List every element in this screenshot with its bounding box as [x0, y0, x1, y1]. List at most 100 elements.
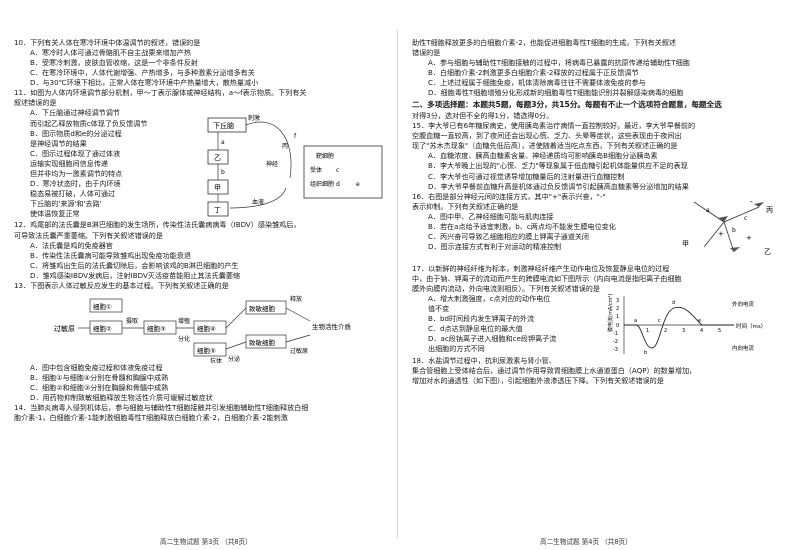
label-minus: -	[750, 198, 753, 206]
option: C．上述过程属于细胞免疫，机体清除病毒往往不需要体液免疫的参与	[428, 78, 646, 88]
option: A．增大刺激强度，c点对应的动作电位	[428, 293, 551, 303]
label-bing: 丙	[766, 206, 773, 214]
question-stem: 胞介素-1，白细胞介素-1能刺激细胞毒性T细胞释放白细胞介素-2，白细胞介素-2…	[14, 413, 288, 423]
x-tick: 5	[718, 328, 721, 334]
option: 使体温恢复正常	[30, 209, 80, 219]
option: A．寒冷时人体可通过骨骼肌不自主战栗来增加产热	[30, 48, 191, 58]
option: 稳态易被打破，人体可通过	[30, 188, 116, 198]
question-stem: 12．鸡尾部的法氏囊是B淋巴细胞的发生场所，传染性法氏囊病病毒（IBDV）感染雏…	[14, 220, 301, 230]
label-allergen: 过敏原	[54, 324, 75, 333]
left-column: 10．下列有关人体在寒冷环境中体温调节的叙述，错误的是 A．寒冷时人体可通过骨骼…	[14, 38, 386, 530]
option: 运输实现细胞间信息传递	[30, 158, 109, 168]
label-inward-current: 内向电流	[732, 344, 755, 352]
x-axis-label: 时间（ms）	[736, 322, 766, 330]
regulation-diagram: 下丘脑 乙 甲 丁 a b 刺激 丙 神经 f	[207, 114, 383, 217]
option: C．在寒冷环境中，人体代谢增强、产热增多，与多种激素分泌增多有关	[30, 68, 255, 78]
question-stem: 集合管细胞上受体结合后，通过调节作用导致胃细胞膜上水通道蛋白（AQP）的数量增加…	[412, 365, 697, 375]
label-a: a	[221, 139, 225, 146]
point-d: d	[672, 300, 675, 306]
label-b: b	[221, 169, 225, 176]
option: D．图示连接方式有利于对运动的精准控制	[428, 241, 562, 251]
option: B．李大爷晚上出现的"心慌、乏力"等现象属于低血糖引起机体能量供应不足的表现	[428, 161, 688, 171]
box-cell-3	[143, 320, 177, 335]
option: D．细胞毒性T细胞增殖分化形成新的细胞毒性T细胞能识别并裂解感染病毒的细胞	[428, 88, 684, 98]
question-stem: 18．水盐调节过程中，抗利尿激素与肾小管、	[412, 355, 556, 365]
allergy-flowchart: 过敏原 细胞① 细胞② 细胞③ 细胞④ 细胞⑤ 致敏细胞 致敏细胞	[54, 295, 352, 363]
membrane-current-chart: 膜电流(mA/cm²) 3 2 1 0 -1 -2 -3 a b c d e 1…	[607, 293, 766, 356]
column-divider	[397, 30, 398, 538]
neuron-body-3	[754, 201, 764, 207]
label-c: c	[336, 167, 339, 174]
option: 而引起乙释放物质c体现了负反馈调节	[30, 118, 148, 128]
label-tissue-cell: 组织细胞	[310, 180, 334, 188]
y-tick: 2	[616, 306, 619, 312]
label-blood: 血液	[252, 198, 264, 206]
box-sensitized-cell-2	[245, 334, 287, 349]
option: D．用药物抑制致敏细胞释放生物活性介质可缓解过敏症状	[30, 393, 213, 403]
question-stem: 11．如图为人体内环境调节部分机制，甲～丁表示腺体或神经结构，a～f表示物质。下…	[14, 88, 307, 98]
question-stem: 13．下图表示人体过敏反应发生的基本过程。下列有关叙述正确的是	[14, 280, 229, 290]
label-b: b	[732, 227, 736, 234]
section-note: 对得3分，选对但不全的得1分，错选得0分。	[412, 111, 554, 121]
option: D．与30℃环境下相比，正常人体在寒冷环境中产热量增大，散热量减小	[30, 78, 259, 88]
label-secrete: 分泌	[228, 355, 240, 363]
option: C．李大爷也可通过视觉诱导增加糖量后的注射量进行血糖控制	[428, 171, 625, 181]
neuron-diagram: 甲 乙 丙 a b c + + -	[682, 198, 773, 256]
option: C．丙兴奋可导致乙细胞相应的膜上钾离子通道关闭	[428, 231, 590, 241]
label-plus-2: +	[746, 234, 752, 242]
question-stem: 15．李大爷已有6年糖尿病史，使用胰岛素治疗病情一直控制较好。最近，李大爷早餐前…	[412, 121, 696, 131]
y-tick: 1	[616, 314, 619, 320]
box-cell-5-label: 细胞⑤	[197, 346, 216, 355]
page-footer-left: 高二生物试题 第3页 （共8页）	[160, 538, 252, 546]
point-a: a	[634, 318, 637, 324]
option: C．d点达到静息电位的最大值	[428, 324, 523, 334]
box-cell-5	[193, 342, 227, 357]
label-c: c	[744, 215, 747, 222]
label-uptake: 摄取	[126, 317, 138, 325]
question-stem: 表示抑制。下列有关叙述正确的是	[412, 201, 519, 211]
right-column: 助性T细胞释放更多的白细胞介素-2，也能促进细胞毒性T细胞的生成。下列有关叙述 …	[412, 38, 782, 530]
current-curve	[624, 306, 734, 349]
tissue-cell-box	[303, 146, 383, 199]
nerve-path	[245, 122, 292, 179]
question-stem: 17．以新鲜的神经纤维为标本，刺激神经纤维产生动作电位及恢复静息电位的过程	[412, 263, 670, 273]
point-e: e	[698, 318, 701, 324]
box-cell-1	[89, 298, 123, 313]
question-stem: 助性T细胞释放更多的白细胞介素-2，也能促进细胞毒性T细胞的生成。下列有关叙述	[412, 38, 677, 47]
y-tick: -2	[613, 339, 618, 345]
option: 但并非均为一激素调节的特点	[30, 168, 123, 178]
question-16: 16．右图是部分神经元间的连接方式，其中"+"表示兴奋，"-" 表示抑制。下列有…	[412, 192, 782, 264]
label-yi: 乙	[764, 248, 771, 256]
label-receptor: 受体	[310, 166, 322, 174]
option: B．细胞①与细胞④分别在骨髓和胸腺中成熟	[30, 372, 169, 382]
option: B．bd时间段内发生钾离子的外流	[428, 313, 535, 323]
label-stimulus: 刺激	[248, 114, 260, 122]
box-sensitized-1-label: 致敏细胞	[249, 304, 276, 313]
label-differentiate: 分化	[178, 335, 190, 343]
label-plus-1: +	[718, 230, 724, 238]
question-stem: 16．右图是部分神经元间的连接方式，其中"+"表示兴奋，"-"	[412, 191, 606, 201]
page-footer-right: 高二生物试题 第4页 （共8页）	[540, 538, 632, 546]
question-stem: 14．当肺炎病毒入侵到机体后，参与细胞与辅助性T细胞接触并引发细胞辅助性T细胞释…	[14, 403, 309, 413]
arrow-line	[285, 334, 311, 343]
neuron-processes	[693, 201, 760, 252]
section-heading: 二、多项选择题：本题共5题，每题3分，共15分。每题有不止一个选项符合题意，每题…	[412, 100, 722, 110]
question-11: 11．如图为人体内环境调节部分机制，甲～丁表示腺体或神经结构，a～f表示物质。下…	[14, 88, 386, 220]
option: C．细胞②和细胞③分别在胸腺和骨髓中成熟	[30, 383, 169, 392]
option: 下丘脑的'来源'和'去路'	[30, 199, 102, 208]
question-14-continued: 助性T细胞释放更多的白细胞介素-2，也能促进细胞毒性T细胞的生成。下列有关叙述 …	[412, 38, 782, 98]
label-proliferate: 增殖	[178, 317, 190, 325]
label-jia: 甲	[682, 240, 689, 248]
question-13: 13．下图表示人体过敏反应发生的基本过程。下列有关叙述正确的是 过敏原 细胞① …	[14, 281, 386, 403]
option: A．图中包含细胞免疫过程和体液免疫过程	[30, 362, 163, 372]
option: D．寒冷状态时，由于内环境	[30, 178, 121, 188]
box-sensitized-2-label: 致敏细胞	[249, 338, 276, 347]
question-stem: 可导致法氏囊严重萎缩。下列有关叙述错误的是	[14, 230, 163, 240]
x-tick: 2	[664, 328, 667, 334]
question-12: 12．鸡尾部的法氏囊是B淋巴细胞的发生场所，传染性法氏囊病病毒（IBDV）感染雏…	[14, 220, 386, 280]
label-bioactive-mediator: 生物活性介质	[312, 322, 352, 331]
label-allergen-2: 过敏原	[290, 347, 308, 355]
arrow-line	[225, 341, 247, 350]
y-axis-label: 膜电流(mA/cm²)	[607, 293, 614, 332]
